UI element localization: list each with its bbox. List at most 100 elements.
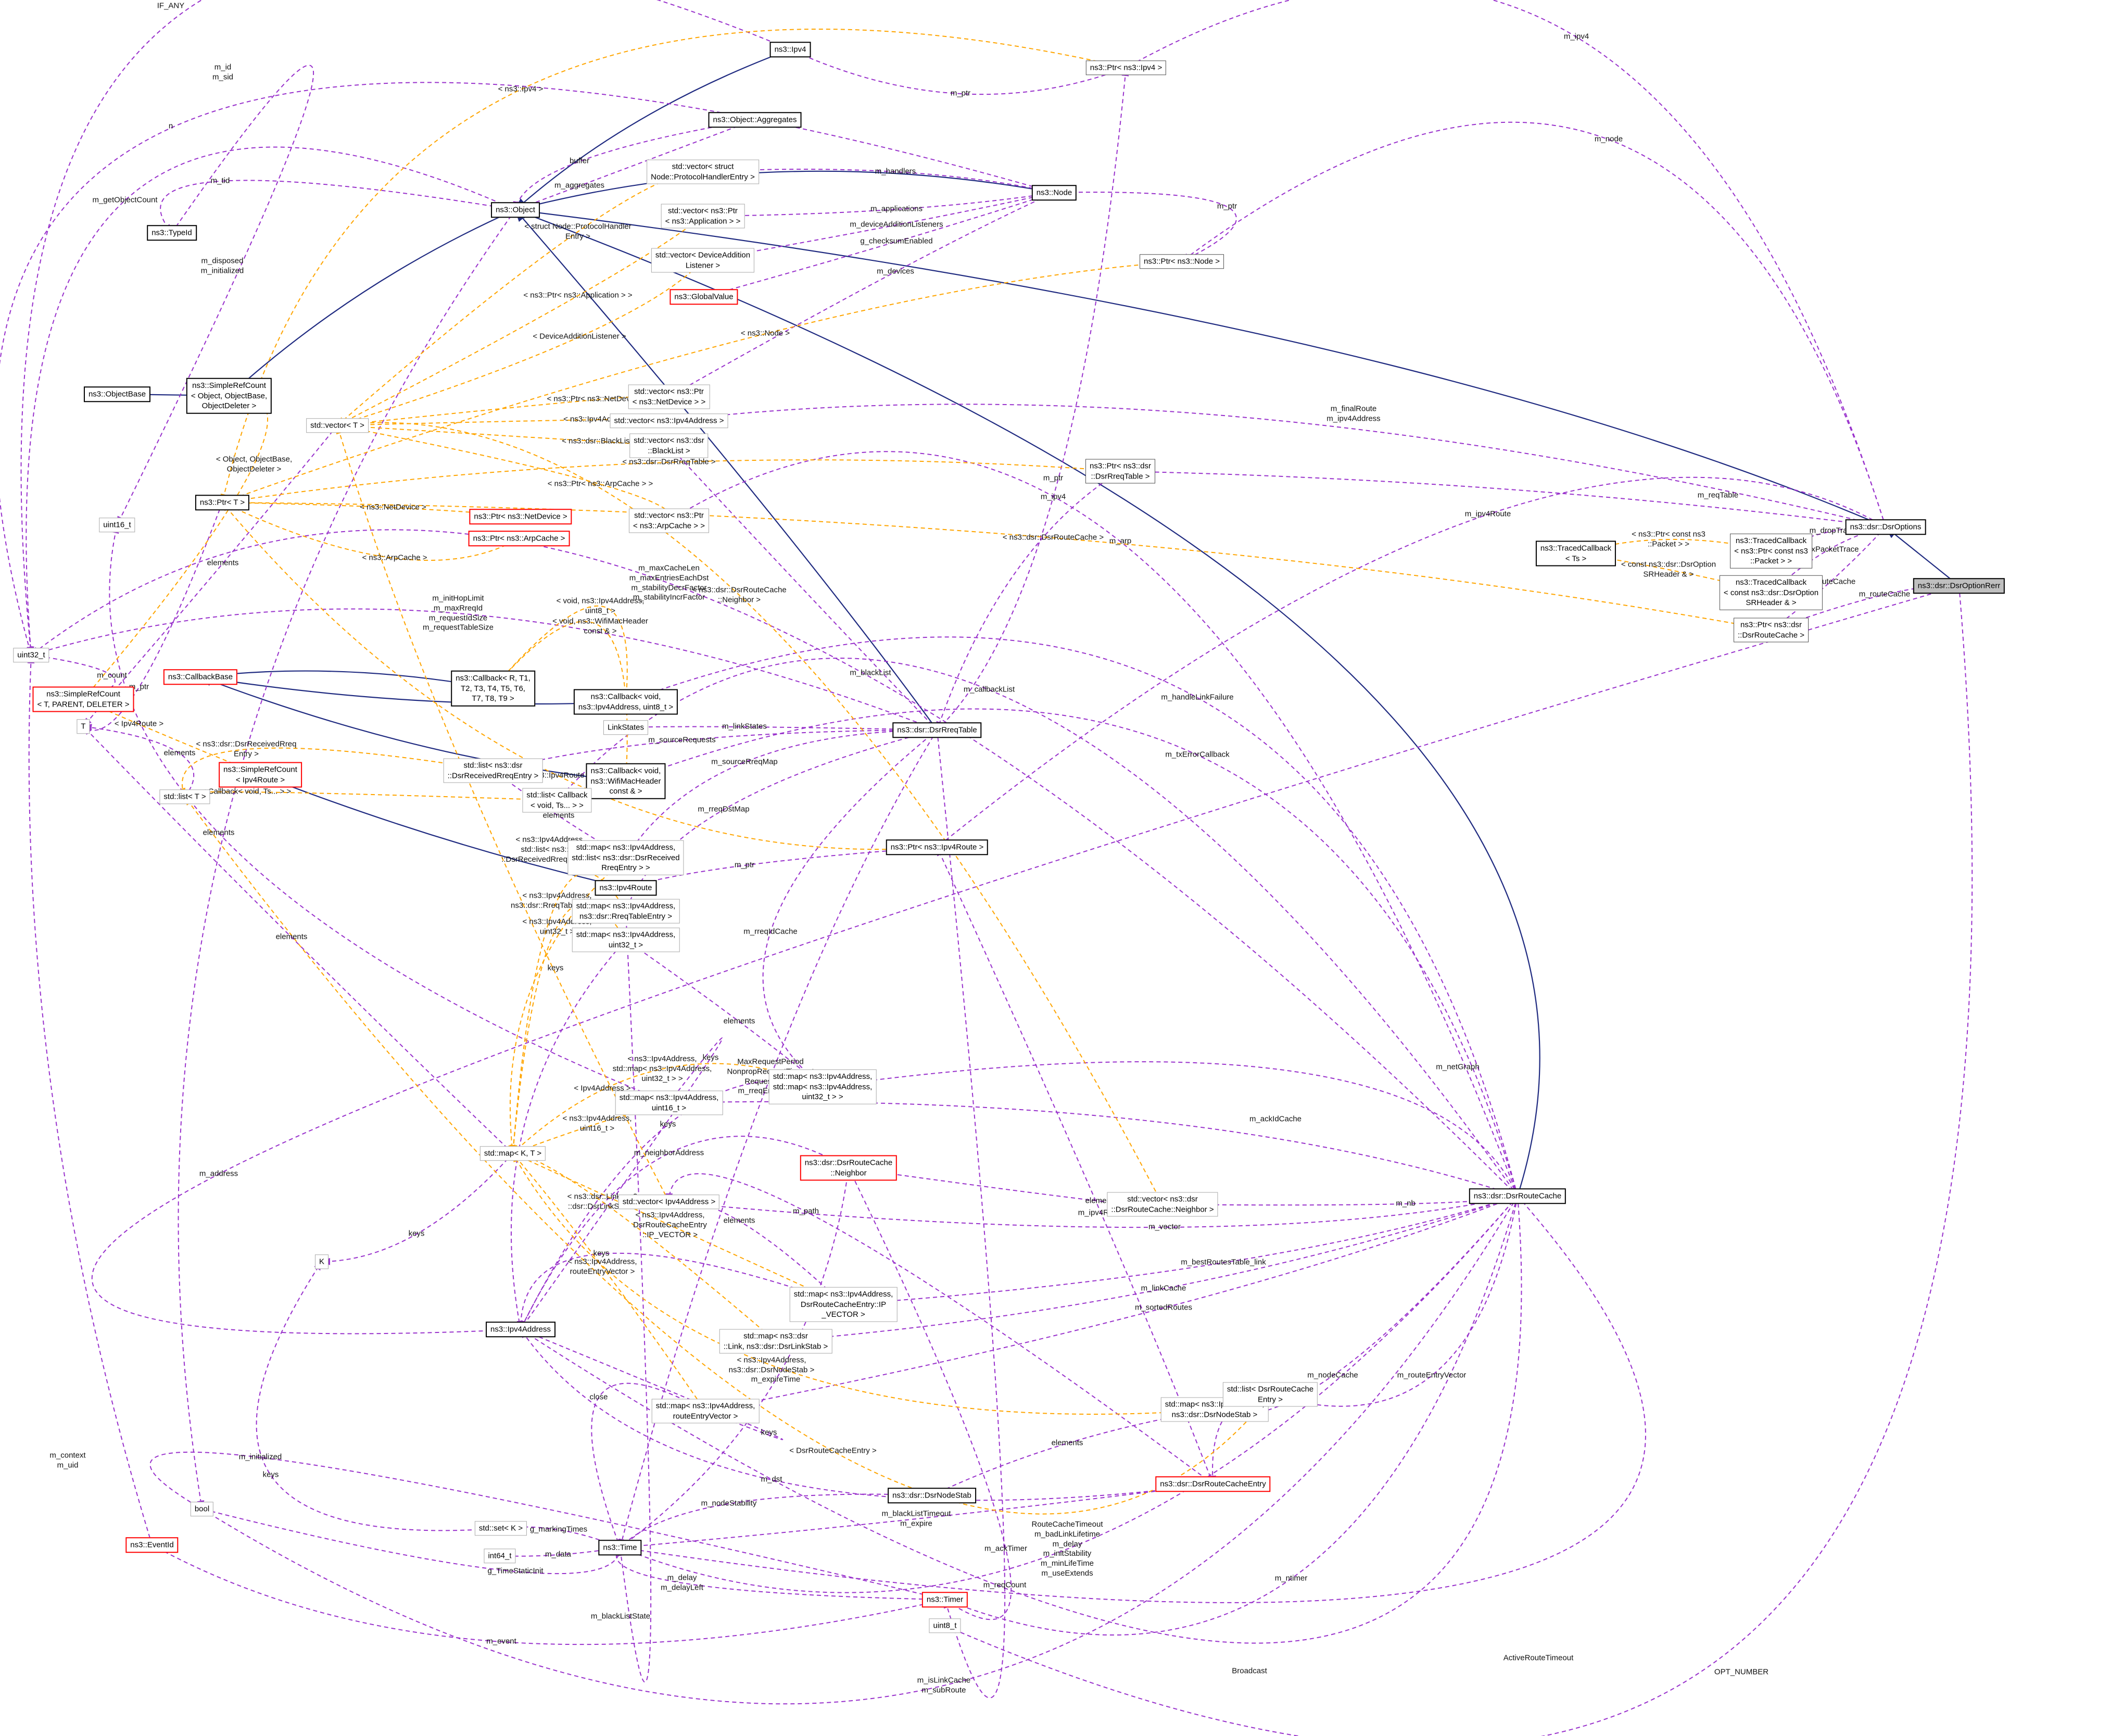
graph-node-list_cb[interactable]: std::list< Callback < void, Ts... > > <box>522 788 592 813</box>
graph-node-list_rreq[interactable]: std::list< ns3::dsr ::DsrReceivedRreqEnt… <box>443 758 543 783</box>
graph-node-list_t[interactable]: std::list< T > <box>159 789 210 804</box>
graph-node-object[interactable]: ns3::Object <box>491 202 540 218</box>
edge-map_ipvec-map_kt <box>512 1153 844 1305</box>
graph-node-uint8[interactable]: uint8_t <box>929 1618 961 1633</box>
graph-node-vec_blacklist[interactable]: std::vector< ns3::dsr ::BlackList > <box>629 433 709 458</box>
edge-object-aggregates <box>515 119 756 210</box>
edge-vec_neighbor-neighbor <box>848 1165 1166 1207</box>
edge-timer-eventid <box>151 1544 945 1645</box>
graph-node-src_route[interactable]: ns3::SimpleRefCount < Ipv4Route > <box>219 762 302 788</box>
graph-node-int64[interactable]: int64_t <box>484 1549 516 1563</box>
graph-node-vec_ph[interactable]: std::vector< struct Node::ProtocolHandle… <box>647 159 759 184</box>
graph-node-map_map_u32[interactable]: std::map< ns3::Ipv4Address, std::map< ns… <box>768 1069 877 1104</box>
graph-node-ptr_arp[interactable]: ns3::Ptr< ns3::ArpCache > <box>468 531 570 546</box>
edge-vec_ipv4addr-vec_t <box>336 419 672 429</box>
graph-node-bool[interactable]: bool <box>190 1502 214 1516</box>
graph-node-list_rcentry[interactable]: std::list< DsrRouteCache Entry > <box>1222 1382 1318 1407</box>
edge-vec_app-vec_t <box>336 216 703 426</box>
graph-node-vec_ip[interactable]: std::vector< Ipv4Address > <box>618 1194 720 1209</box>
edge-map_map_u32-map_u32 <box>625 939 823 1087</box>
edge-node-globalvalue <box>703 192 1055 298</box>
graph-node-typeid[interactable]: ns3::TypeId <box>147 225 197 241</box>
edge-cb_wifimac-callbackbase <box>199 676 626 782</box>
edge-dsroptions-ptr_rreqtable <box>1119 468 1886 527</box>
edge-rreqtable-map_rreq <box>625 729 938 859</box>
edge-ptr_t-t <box>82 502 223 735</box>
graph-node-map_route[interactable]: std::map< ns3::Ipv4Address, routeEntryVe… <box>651 1399 760 1424</box>
edge-ptr_ipv4-ptr_t <box>220 28 1127 504</box>
edge-cb_wifimac-callback_r <box>492 621 628 782</box>
graph-node-ptr_rc[interactable]: ns3::Ptr< ns3::dsr ::DsrRouteCache > <box>1734 618 1809 643</box>
graph-node-uint16[interactable]: uint16_t <box>99 518 135 532</box>
graph-node-vec_ipv4addr[interactable]: std::vector< ns3::Ipv4Address > <box>610 413 728 428</box>
graph-node-vec_app[interactable]: std::vector< ns3::Ptr < ns3::Application… <box>661 204 745 229</box>
graph-node-map_rreq[interactable]: std::map< ns3::Ipv4Address, std::list< n… <box>567 840 684 875</box>
graph-node-vec_arp[interactable]: std::vector< ns3::Ptr < ns3::ArpCache > … <box>628 508 710 533</box>
graph-node-timer[interactable]: ns3::Timer <box>921 1592 968 1607</box>
graph-node-ipv4[interactable]: ns3::Ipv4 <box>769 42 811 57</box>
edge-object-typeid <box>160 180 516 234</box>
graph-node-tcb_sr[interactable]: ns3::TracedCallback < const ns3::dsr::Ds… <box>1719 575 1823 610</box>
graph-node-time[interactable]: ns3::Time <box>598 1540 642 1555</box>
graph-node-cb_addr8[interactable]: ns3::Callback< void, ns3::Ipv4Address, u… <box>573 689 678 715</box>
graph-node-vec_t[interactable]: std::vector< T > <box>306 418 369 433</box>
graph-node-t[interactable]: T <box>77 719 90 734</box>
graph-node-ipv4route[interactable]: ns3::Ipv4Route <box>595 880 657 896</box>
graph-node-ptr_node[interactable]: ns3::Ptr< ns3::Node > <box>1140 254 1224 269</box>
graph-node-uint32[interactable]: uint32_t <box>13 648 49 662</box>
graph-node-cb_wifimac[interactable]: ns3::Callback< void, ns3::WifiMacHeader … <box>586 763 666 799</box>
graph-node-callbackbase[interactable]: ns3::CallbackBase <box>163 669 238 685</box>
graph-node-eventid[interactable]: ns3::EventId <box>125 1537 179 1553</box>
graph-node-map_u16[interactable]: std::map< ns3::Ipv4Address, uint16_t > <box>615 1090 723 1115</box>
graph-node-set_k[interactable]: std::set< K > <box>474 1521 527 1536</box>
graph-node-objectbase[interactable]: ns3::ObjectBase <box>83 386 151 402</box>
graph-node-vec_neighbor[interactable]: std::vector< ns3::dsr ::DsrRouteCache::N… <box>1107 1192 1218 1217</box>
graph-node-map_kt[interactable]: std::map< K, T > <box>479 1146 546 1161</box>
edge-list_t-t <box>82 724 195 797</box>
edge-rreqtable-vec_blacklist <box>668 445 938 731</box>
edge-vec_netdev-vec_t <box>336 394 672 429</box>
edge-vec_dal-vec_t <box>336 260 703 426</box>
edge-ptr_rreqtable-rreqtable <box>936 471 1121 731</box>
graph-node-ptr_netdev[interactable]: ns3::Ptr< ns3::NetDevice > <box>469 509 572 524</box>
graph-node-main[interactable]: ns3::dsr::DsrOptionRerr <box>1913 578 2005 594</box>
graph-node-rreqtable[interactable]: ns3::dsr::DsrRreqTable <box>892 722 982 738</box>
edge-ipv4-object <box>514 48 791 211</box>
edge-map_u16-uint16 <box>109 524 669 1103</box>
graph-node-ptr_ipv4route[interactable]: ns3::Ptr< ns3::Ipv4Route > <box>886 839 989 855</box>
graph-node-map_rreqtable[interactable]: std::map< ns3::Ipv4Address, ns3::dsr::Rr… <box>572 899 680 924</box>
graph-node-vec_dal[interactable]: std::vector< DeviceAddition Listener > <box>651 248 755 273</box>
graph-node-dsroptions[interactable]: ns3::dsr::DsrOptions <box>1845 519 1926 535</box>
graph-node-rc_entry[interactable]: ns3::dsr::DsrRouteCacheEntry <box>1155 1476 1271 1492</box>
edge-object-src_obj <box>228 209 516 397</box>
graph-node-routecache[interactable]: ns3::dsr::DsrRouteCache <box>1469 1188 1566 1204</box>
graph-node-ipv4addr[interactable]: ns3::Ipv4Address <box>486 1322 555 1337</box>
graph-node-aggregates[interactable]: ns3::Object::Aggregates <box>708 112 802 128</box>
edge-neighbor-time <box>619 1167 849 1549</box>
graph-node-tcb_pkt[interactable]: ns3::TracedCallback < ns3::Ptr< const ns… <box>1730 533 1812 569</box>
edge-ptr_rreqtable-ptr_t <box>221 459 1121 505</box>
graph-node-node[interactable]: ns3::Node <box>1031 185 1077 200</box>
graph-node-ptr_ipv4[interactable]: ns3::Ptr< ns3::Ipv4 > <box>1085 60 1167 75</box>
graph-node-ptr_t[interactable]: ns3::Ptr< T > <box>195 495 250 510</box>
edge-routecache-list_cb <box>556 658 1518 1197</box>
graph-node-vec_netdev[interactable]: std::vector< ns3::Ptr < ns3::NetDevice >… <box>628 384 710 409</box>
graph-node-src_obj[interactable]: ns3::SimpleRefCount < Object, ObjectBase… <box>186 378 272 414</box>
graph-node-map_u32[interactable]: std::map< ns3::Ipv4Address, uint32_t > <box>572 927 680 952</box>
graph-node-ptr_rreqtable[interactable]: ns3::Ptr< ns3::dsr ::DsrRreqTable > <box>1085 459 1155 484</box>
edge-set_k-k <box>256 1261 501 1531</box>
graph-node-map_link[interactable]: std::map< ns3::dsr ::Link, ns3::dsr::Dsr… <box>719 1329 832 1354</box>
graph-node-callback_r[interactable]: ns3::Callback< R, T1, T2, T3, T4, T5, T6… <box>451 670 535 707</box>
graph-node-neighbor[interactable]: ns3::dsr::DsrRouteCache ::Neighbor <box>800 1155 898 1181</box>
edge-map_kt-k <box>321 1153 513 1265</box>
graph-node-src_tpd[interactable]: ns3::SimpleRefCount < T, PARENT, DELETER… <box>32 686 134 712</box>
graph-node-globalvalue[interactable]: ns3::GlobalValue <box>669 289 738 305</box>
edge-vec_neighbor-vec_t <box>336 421 1163 1205</box>
edge-dsroptions-ptr_ipv4 <box>1125 0 1886 527</box>
graph-node-nodestab[interactable]: ns3::dsr::DsrNodeStab <box>888 1488 976 1503</box>
graph-node-map_ipvec[interactable]: std::map< ns3::Ipv4Address, DsrRouteCach… <box>789 1287 898 1322</box>
edge-vec_arp-vec_t <box>336 423 672 521</box>
graph-node-k[interactable]: K <box>314 1254 329 1269</box>
graph-node-linkstates[interactable]: LinkStates <box>603 720 649 735</box>
graph-node-tcb_ts[interactable]: ns3::TracedCallback < Ts > <box>1535 540 1616 567</box>
